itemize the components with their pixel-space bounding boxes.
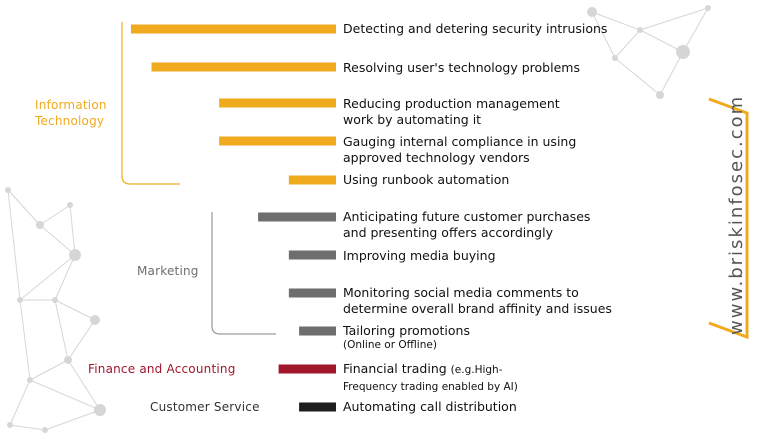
brand-website: www.briskinfosec.com (726, 94, 747, 335)
bar-label-financial-trading: Financial trading (e.g.High-Frequency tr… (343, 361, 543, 395)
network-edge (7, 189, 21, 301)
bar-label-security-intrusions: Detecting and detering security intrusio… (343, 21, 608, 36)
bar-1-0 (258, 212, 336, 222)
bar-label-call-distribution: Automating call distribution (343, 399, 517, 414)
bar-1-3 (299, 326, 336, 336)
network-node (587, 7, 597, 17)
network-edge (54, 299, 69, 361)
network-edge (44, 409, 101, 431)
bar-label-customer-purchases: Anticipating future customer purchases a… (343, 209, 591, 240)
network-edge (69, 204, 76, 256)
tailoring-promotions-text: Tailoring promotions (343, 323, 470, 338)
network-node (64, 356, 72, 364)
bar-2-0 (278, 364, 336, 374)
network-node (705, 5, 711, 11)
financial-trading-note: (e.g.High-Frequency trading enabled by A… (343, 364, 518, 393)
network-node (90, 315, 100, 325)
bar-label-media-buying: Improving media buying (343, 248, 496, 263)
network-edge (67, 359, 101, 411)
network-node (637, 27, 643, 33)
network-edge (659, 51, 684, 96)
network-node (656, 91, 664, 99)
network-edge (614, 29, 641, 59)
network-edge (19, 299, 31, 381)
network-node (94, 404, 106, 416)
bracket-marketing (211, 212, 276, 335)
network-edge (682, 7, 709, 53)
bar-label-compliance: Gauging internal compliance in using app… (343, 134, 577, 165)
bar-label-tailoring-promotions: Tailoring promotions (Online or Offline) (343, 323, 470, 352)
network-node (612, 55, 618, 61)
network-node (5, 187, 11, 193)
tailoring-promotions-note: (Online or Offline) (343, 339, 437, 351)
bar-0-1 (151, 62, 336, 72)
network-node (27, 377, 33, 383)
network-node (36, 221, 44, 229)
brand-frame (708, 97, 749, 340)
category-label-finance-and-accounting: Finance and Accounting (88, 362, 236, 376)
bar-0-0 (131, 24, 336, 34)
network-node (52, 297, 58, 303)
network-edge (639, 29, 684, 53)
bar-label-production-management: Reducing production management work by a… (343, 96, 560, 127)
network-node (676, 45, 690, 59)
network-edge (29, 379, 101, 411)
network-edge (9, 379, 31, 426)
network-edge (591, 11, 641, 31)
network-node (69, 249, 81, 261)
network-edge (67, 319, 96, 361)
network-edge (29, 359, 69, 381)
network-node (67, 202, 73, 208)
network-edge (39, 204, 71, 226)
bar-1-1 (288, 250, 336, 260)
bar-label-runbook-automation: Using runbook automation (343, 172, 510, 187)
financial-trading-text: Financial trading (343, 361, 447, 376)
network-edge (19, 254, 76, 301)
network-node (7, 422, 13, 428)
bar-1-2 (288, 288, 336, 298)
bar-0-4 (288, 175, 336, 185)
network-node (17, 297, 23, 303)
bracket-information-technology (121, 22, 180, 185)
category-label-information-technology: Information Technology (35, 98, 107, 128)
bar-0-2 (219, 98, 336, 108)
bar-label-technology-problems: Resolving user's technology problems (343, 60, 580, 75)
network-edge (54, 299, 96, 321)
network-edge (614, 57, 661, 96)
network-edge (54, 254, 76, 301)
bar-label-social-media: Monitoring social media comments to dete… (343, 285, 612, 316)
category-label-customer-service: Customer Service (150, 400, 260, 414)
network-edge (7, 189, 41, 226)
network-edge (591, 11, 616, 59)
category-label-marketing: Marketing (137, 264, 199, 278)
bar-0-3 (219, 136, 336, 146)
network-edge (639, 7, 709, 31)
bar-3-0 (299, 402, 336, 412)
network-edge (39, 224, 76, 256)
network-node (42, 427, 48, 433)
network-edge (9, 424, 46, 431)
